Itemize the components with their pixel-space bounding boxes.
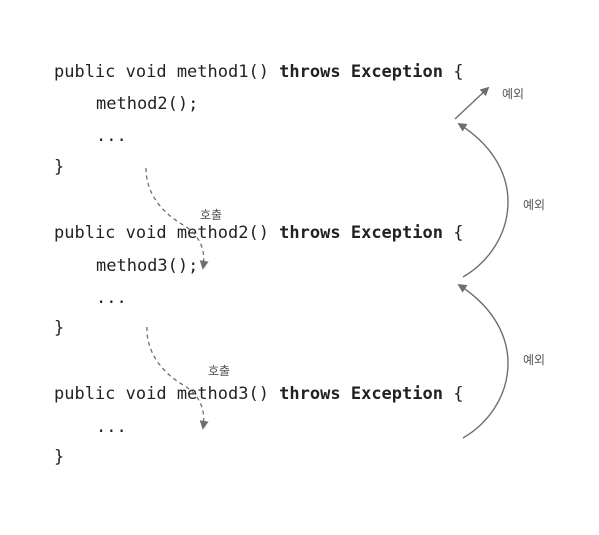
exception-arrow-method3-to-method2 xyxy=(457,284,509,439)
exception-label-bottom: 예외 xyxy=(523,353,546,367)
method3-signature: public void method3() throws Exception { xyxy=(54,384,463,404)
method2-signature-prefix: public void method2() xyxy=(54,223,280,243)
method3-ellipsis: ... xyxy=(96,417,127,437)
method1-call-method2: method2(); xyxy=(96,94,199,114)
method1-close-brace: } xyxy=(54,157,65,177)
exception-keyword: Exception xyxy=(350,384,443,404)
method2-close-brace: } xyxy=(54,318,65,338)
open-brace: { xyxy=(442,223,464,243)
call-arrow-method2-to-method3 xyxy=(146,326,209,430)
open-brace: { xyxy=(442,62,464,82)
call-arrow-method1-to-method2 xyxy=(145,167,209,270)
throws-keyword: throws xyxy=(279,62,341,82)
method3-close-brace: } xyxy=(54,447,65,467)
method1-signature-prefix: public void method1() xyxy=(54,62,280,82)
exception-arrow-out-of-method1 xyxy=(454,86,490,120)
method3-signature-prefix: public void method3() xyxy=(54,384,280,404)
throws-keyword: throws xyxy=(279,384,341,404)
open-brace: { xyxy=(442,384,464,404)
exception-keyword: Exception xyxy=(350,223,443,243)
method2-call-method3: method3(); xyxy=(96,256,199,276)
exception-label-middle: 예외 xyxy=(523,198,546,212)
exception-label-top: 예외 xyxy=(502,87,525,101)
exception-arrow-method2-to-method1 xyxy=(457,123,509,278)
call-label-2: 호출 xyxy=(208,364,231,378)
exception-keyword: Exception xyxy=(350,62,443,82)
method1-signature: public void method1() throws Exception { xyxy=(54,62,463,82)
call-label-1: 호출 xyxy=(200,208,223,222)
method2-signature: public void method2() throws Exception { xyxy=(54,223,463,243)
throws-keyword: throws xyxy=(279,223,341,243)
method1-ellipsis: ... xyxy=(96,126,127,146)
method2-ellipsis: ... xyxy=(96,288,127,308)
